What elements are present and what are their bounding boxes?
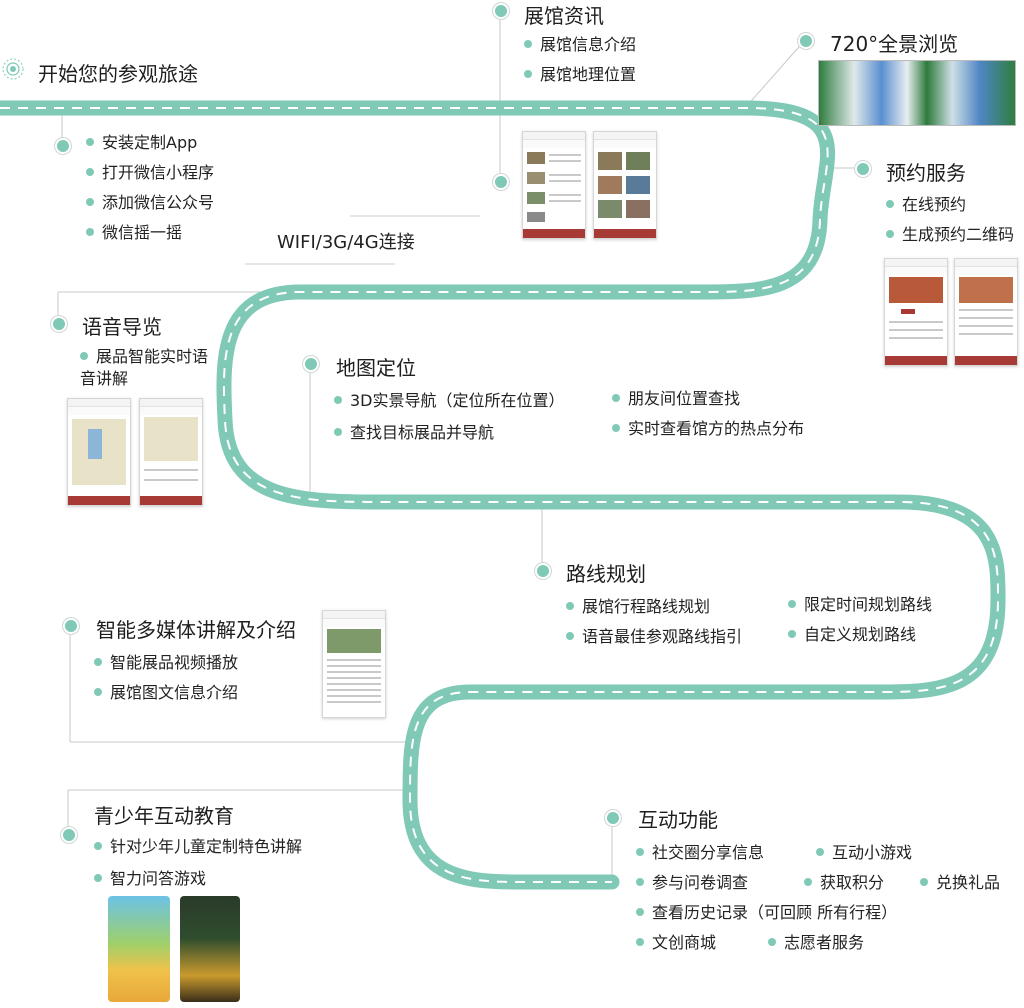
bullet-icon xyxy=(334,428,342,436)
bullet-icon xyxy=(524,70,532,78)
bullet-icon xyxy=(886,200,894,208)
bullet-icon xyxy=(612,424,620,432)
bullet-icon xyxy=(566,602,574,610)
interaction-item: 参与问卷调查 xyxy=(636,872,748,894)
multimedia-item: 展馆图文信息介绍 xyxy=(94,682,238,704)
game-screenshot xyxy=(108,896,170,1002)
interaction-item: 查看历史记录（可回顾 所有行程） xyxy=(636,902,897,924)
map-item: 朋友间位置查找 xyxy=(612,388,740,410)
bullet-icon xyxy=(334,396,342,404)
bullet-icon xyxy=(886,230,894,238)
phone-screenshot xyxy=(954,258,1018,366)
connection-label: WIFI/3G/4G连接 xyxy=(277,232,415,253)
phone-screenshot xyxy=(522,131,586,239)
start-target-icon xyxy=(2,58,24,80)
phone-screenshot xyxy=(593,131,657,239)
bullet-icon xyxy=(566,632,574,640)
bullet-icon xyxy=(86,228,94,236)
route-item: 自定义规划路线 xyxy=(788,624,916,646)
game-screenshot xyxy=(180,896,240,1002)
interaction-item: 获取积分 xyxy=(804,872,884,894)
map-item: 实时查看馆方的热点分布 xyxy=(612,418,804,440)
interaction-item: 文创商城 xyxy=(636,932,716,954)
setup-item: 打开微信小程序 xyxy=(86,162,214,184)
bullet-icon xyxy=(94,688,102,696)
start-title: 开始您的参观旅途 xyxy=(38,62,198,86)
phone-screenshot xyxy=(884,258,948,366)
map-item: 3D实景导航（定位所在位置） xyxy=(334,390,565,412)
museum-info-title: 展馆资讯 xyxy=(524,4,604,28)
bullet-icon xyxy=(612,394,620,402)
setup-item: 微信摇一摇 xyxy=(86,222,182,244)
bullet-icon xyxy=(94,658,102,666)
youth-node xyxy=(61,827,77,843)
route-item: 语音最佳参观路线指引 xyxy=(566,626,742,648)
route-title: 路线规划 xyxy=(566,562,646,586)
phone-screenshot xyxy=(139,398,203,506)
interaction-item: 兑换礼品 xyxy=(920,872,1000,894)
panorama-image xyxy=(818,60,1016,126)
museum-info-item: 展馆地理位置 xyxy=(524,64,636,86)
multimedia-title: 智能多媒体讲解及介绍 xyxy=(96,618,296,642)
bullet-icon xyxy=(920,878,928,886)
bullet-icon xyxy=(636,938,644,946)
youth-item: 针对少年儿童定制特色讲解 xyxy=(94,836,302,858)
interaction-title: 互动功能 xyxy=(638,808,718,832)
audio-guide-item: 展品智能实时语音讲解 xyxy=(80,347,209,388)
bullet-icon xyxy=(86,168,94,176)
panorama-node xyxy=(798,33,814,49)
bullet-icon xyxy=(86,198,94,206)
bullet-icon xyxy=(816,848,824,856)
bullet-icon xyxy=(768,938,776,946)
map-title: 地图定位 xyxy=(336,356,416,380)
interaction-item: 社交圈分享信息 xyxy=(636,842,764,864)
bullet-icon xyxy=(636,878,644,886)
booking-item: 生成预约二维码 xyxy=(886,224,1014,246)
booking-title: 预约服务 xyxy=(886,161,966,185)
bullet-icon xyxy=(94,874,102,882)
booking-item: 在线预约 xyxy=(886,194,966,216)
multimedia-item: 智能展品视频播放 xyxy=(94,652,238,674)
route-node xyxy=(535,563,551,579)
bullet-icon xyxy=(788,600,796,608)
setup-node xyxy=(55,138,71,154)
interaction-item: 志愿者服务 xyxy=(768,932,864,954)
bullet-icon xyxy=(636,848,644,856)
bullet-icon xyxy=(804,878,812,886)
interaction-node xyxy=(605,810,621,826)
youth-title: 青少年互动教育 xyxy=(94,804,234,828)
bullet-icon xyxy=(86,138,94,146)
setup-item: 安装定制App xyxy=(86,132,197,154)
multimedia-node xyxy=(63,618,79,634)
museum-info-node xyxy=(493,174,509,190)
setup-item: 添加微信公众号 xyxy=(86,192,214,214)
audio-guide-node xyxy=(51,316,67,332)
bullet-icon xyxy=(80,352,88,360)
youth-item: 智力问答游戏 xyxy=(94,868,206,890)
bullet-icon xyxy=(788,630,796,638)
bullet-icon xyxy=(524,40,532,48)
map-item: 查找目标展品并导航 xyxy=(334,422,494,444)
interaction-item: 互动小游戏 xyxy=(816,842,912,864)
museum-info-node xyxy=(493,3,509,19)
connector-lines xyxy=(57,8,862,882)
panorama-title: 720°全景浏览 xyxy=(830,32,959,56)
phone-screenshot xyxy=(67,398,131,506)
decorative-arrows xyxy=(245,215,480,265)
bullet-icon xyxy=(94,842,102,850)
museum-info-item: 展馆信息介绍 xyxy=(524,34,636,56)
booking-node xyxy=(855,161,871,177)
map-node xyxy=(303,356,319,372)
route-item: 限定时间规划路线 xyxy=(788,594,932,616)
phone-screenshot xyxy=(322,610,386,718)
route-item: 展馆行程路线规划 xyxy=(566,596,710,618)
bullet-icon xyxy=(636,908,644,916)
audio-guide-title: 语音导览 xyxy=(82,315,162,339)
